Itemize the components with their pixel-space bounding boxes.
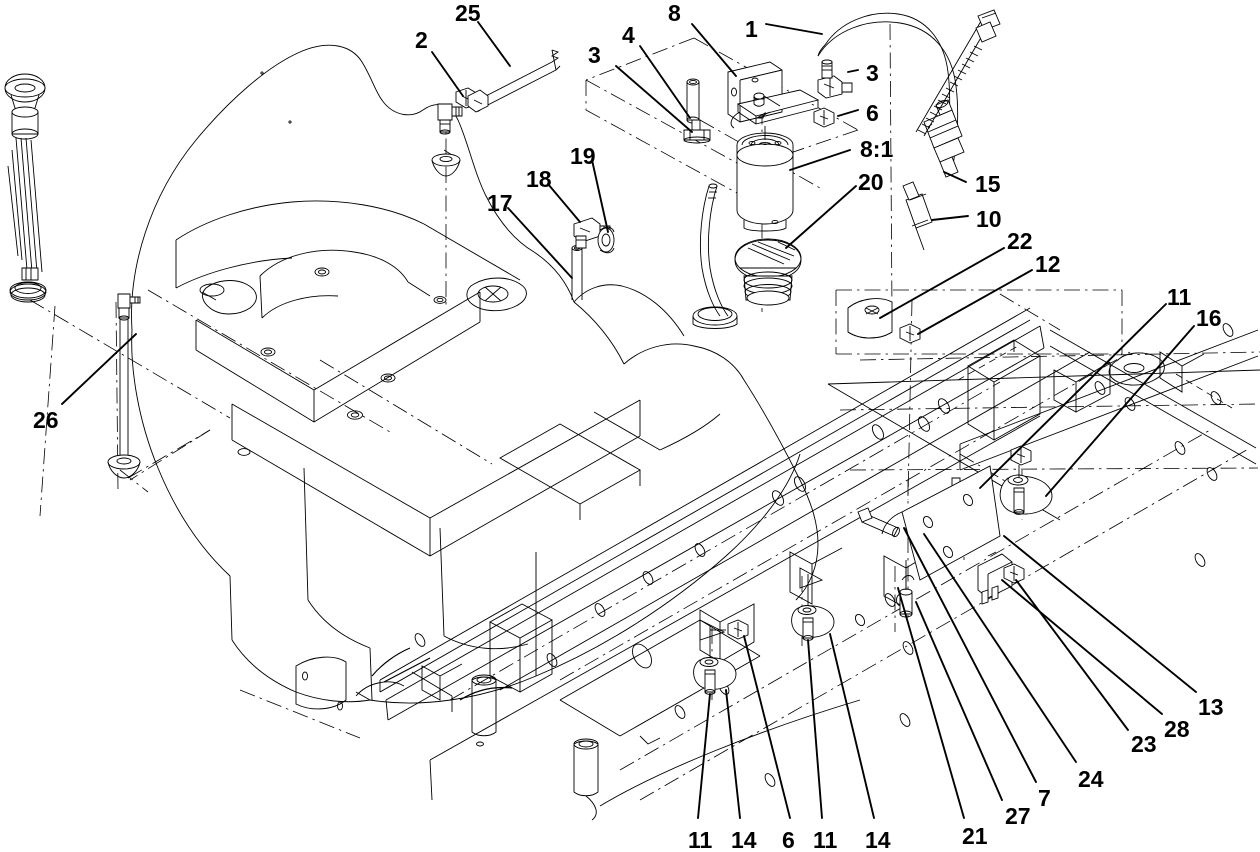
hose-connector-10 (902, 181, 933, 251)
rubber-grommet-19 (597, 226, 615, 254)
vent-tube-17 (571, 245, 583, 300)
callout-6a[interactable]: 6 (866, 100, 879, 126)
metal-fuel-tube-25 (467, 49, 561, 113)
hose-clamp-22 (847, 298, 893, 339)
callout-23[interactable]: 23 (1131, 731, 1157, 757)
callout-8-top[interactable]: 8 (668, 0, 681, 26)
callout-21[interactable]: 21 (962, 823, 988, 849)
hex-nut-12 (899, 323, 921, 344)
callout-19[interactable]: 19 (570, 143, 596, 169)
electrical-switch-28 (977, 551, 1013, 605)
callout-18[interactable]: 18 (526, 166, 552, 192)
callout-11-b[interactable]: 11 (688, 827, 713, 852)
callout-15[interactable]: 15 (975, 171, 1001, 197)
bolt-horizontal-d (857, 507, 900, 538)
fuel-tank-cap-20 (734, 238, 802, 306)
hex-nut-23 (1003, 563, 1025, 584)
callout-7[interactable]: 7 (1038, 785, 1051, 811)
filter-mounting-bracket-8 (727, 61, 820, 129)
clamp-strap-b (791, 567, 835, 641)
callout-8-1[interactable]: 8:1 (860, 136, 894, 162)
callout-28[interactable]: 28 (1164, 716, 1190, 742)
callout-3a[interactable]: 3 (588, 42, 601, 68)
callout-17[interactable]: 17 (487, 190, 513, 216)
lower-fastener-group (693, 465, 1025, 695)
callout-10[interactable]: 10 (976, 206, 1002, 232)
cable-tie-strap (915, 9, 1001, 137)
callout-13[interactable]: 13 (1198, 694, 1224, 720)
callout-22[interactable]: 22 (1007, 228, 1033, 254)
callout-1[interactable]: 1 (745, 16, 758, 42)
bolt-c (899, 560, 915, 618)
callout-6-b[interactable]: 6 (782, 827, 795, 852)
callout-14-a[interactable]: 14 (731, 827, 757, 852)
chassis-frame-rails (295, 307, 1260, 821)
callout-11-c[interactable]: 11 (813, 827, 838, 852)
callout-24[interactable]: 24 (1078, 766, 1104, 792)
callout-12[interactable]: 12 (1035, 251, 1061, 277)
electric-fuel-pump-15 (923, 99, 965, 178)
callout-2[interactable]: 2 (415, 27, 428, 53)
clamp-strap-a (693, 619, 749, 695)
callout-14-b[interactable]: 14 (865, 827, 891, 852)
callout-16[interactable]: 16 (1196, 305, 1222, 331)
callout-27[interactable]: 27 (1005, 803, 1031, 829)
callout-26[interactable]: 26 (33, 407, 59, 433)
callout-11-right[interactable]: 11 (1167, 284, 1192, 310)
bracket-plate-13 (881, 465, 1001, 581)
fuel-gauge-sender (4, 73, 47, 303)
spacer-4 (686, 78, 700, 124)
callout-4[interactable]: 4 (622, 22, 635, 48)
tank-fuel-hose (699, 183, 729, 317)
filter-barb-fitting-3 (817, 59, 853, 99)
fuel-filter-canister-8-1 (736, 126, 794, 232)
barb-fitting-3-lower (683, 119, 711, 144)
vent-tube-26 (107, 293, 141, 479)
hex-nut-6 (813, 107, 835, 128)
callout-25[interactable]: 25 (455, 0, 481, 26)
clamp-strap-16 (999, 445, 1053, 515)
callout-3b[interactable]: 3 (866, 60, 879, 86)
callout-20[interactable]: 20 (858, 169, 884, 195)
fuel-tank-body (131, 44, 819, 704)
leader-lines (61, 21, 1197, 819)
assembly-centerlines (29, 23, 1260, 801)
